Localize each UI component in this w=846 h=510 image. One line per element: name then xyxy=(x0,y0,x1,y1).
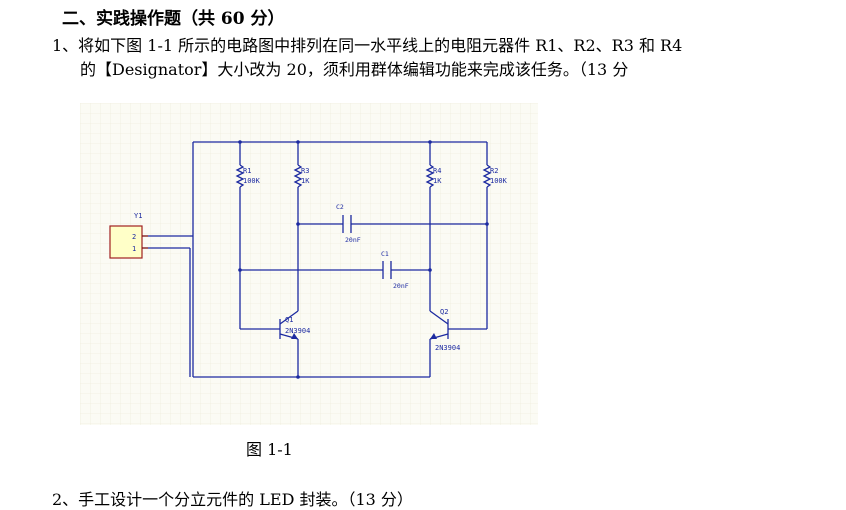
svg-text:2N3904: 2N3904 xyxy=(435,344,460,352)
question-1-line-1: 1、将如下图 1-1 所示的电路图中排列在同一水平线上的电阻元器件 R1、R2、… xyxy=(52,36,683,55)
question-1-line-2: 的【Designator】大小改为 20，须利用群体编辑功能来完成该任务。（13… xyxy=(80,60,629,79)
svg-text:100K: 100K xyxy=(243,177,261,185)
capacitor-c1[interactable]: C1 20nF xyxy=(381,250,409,290)
svg-text:Q1: Q1 xyxy=(285,316,293,324)
resistor-r3[interactable]: R3 1K xyxy=(293,164,310,188)
transistor-q2[interactable]: Q2 2N3904 xyxy=(429,308,460,352)
svg-text:R4: R4 xyxy=(433,167,441,175)
svg-text:1: 1 xyxy=(132,245,136,253)
resistor-r4[interactable]: R4 1K xyxy=(425,164,442,188)
circuit-schematic: R1 100K R3 1K R4 1K R2 100K C2 20nF C1 2… xyxy=(80,103,538,425)
svg-text:2: 2 xyxy=(132,233,136,241)
crystal-y1[interactable]: Y1 2 1 xyxy=(109,212,148,259)
svg-text:1K: 1K xyxy=(301,177,310,185)
svg-text:Y1: Y1 xyxy=(134,212,142,220)
svg-text:20nF: 20nF xyxy=(345,236,361,244)
resistor-r1[interactable]: R1 100K xyxy=(235,164,261,188)
wires xyxy=(148,141,488,378)
junction-dots xyxy=(238,140,489,379)
svg-text:100K: 100K xyxy=(490,177,508,185)
question-2-line: 2、手工设计一个分立元件的 LED 封装。（13 分） xyxy=(52,490,413,509)
svg-text:C2: C2 xyxy=(336,203,344,211)
svg-text:R3: R3 xyxy=(301,167,309,175)
svg-text:20nF: 20nF xyxy=(393,282,409,290)
section-title: 二、实践操作题（共 60 分） xyxy=(62,9,285,29)
transistor-q1[interactable]: Q1 2N3904 xyxy=(279,310,310,340)
schematic-grid xyxy=(80,103,538,425)
svg-text:R2: R2 xyxy=(490,167,498,175)
figure-caption: 图 1-1 xyxy=(246,440,293,459)
svg-text:1K: 1K xyxy=(433,177,442,185)
svg-text:R1: R1 xyxy=(243,167,251,175)
svg-text:Q2: Q2 xyxy=(440,308,448,316)
svg-text:2N3904: 2N3904 xyxy=(285,327,310,335)
resistor-r2[interactable]: R2 100K xyxy=(482,164,508,188)
svg-text:C1: C1 xyxy=(381,250,389,258)
capacitor-c2[interactable]: C2 20nF xyxy=(336,203,361,244)
